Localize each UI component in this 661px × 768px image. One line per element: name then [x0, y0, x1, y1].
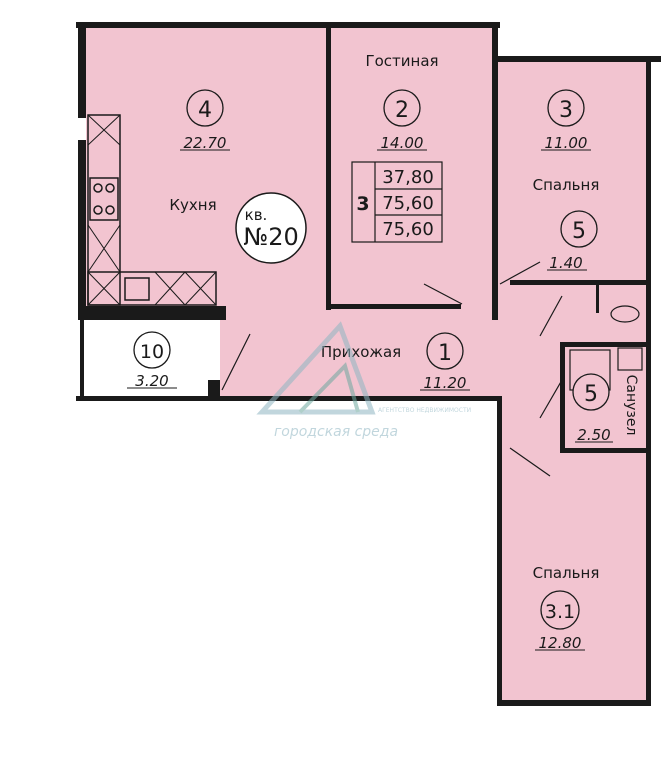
burner-icon: [93, 205, 103, 215]
room-number-circle: [547, 89, 585, 127]
door-bath: [539, 379, 563, 419]
wall-kitchen-living: [326, 28, 331, 310]
room-name: Санузел: [623, 375, 639, 436]
right-block-fill: [497, 282, 647, 702]
room-fills: [86, 28, 647, 702]
summary-area-total: 75,60: [382, 193, 434, 214]
room-number-circle: [560, 210, 598, 248]
room-hall: Прихожая 1 11.20: [321, 332, 470, 392]
sink-icon: [124, 277, 150, 301]
wall-right-exterior: [646, 62, 651, 702]
wall-balcony-left: [80, 320, 84, 400]
wall-living-bedroom: [492, 28, 498, 320]
room-number: 2: [395, 98, 409, 123]
wall-living-bottom: [331, 304, 461, 309]
walls: [76, 22, 661, 706]
room-number-circle: [426, 332, 464, 370]
room-area: 22.70: [184, 134, 227, 152]
counter-cross-marks: [87, 114, 217, 306]
door-bedroom2: [509, 447, 551, 477]
wall-bedroom1-bottom: [510, 280, 646, 285]
summary-box: [351, 161, 443, 243]
room-area: 12.80: [539, 634, 582, 652]
apartment-summary: 3 37,80 75,60 75,60: [351, 161, 443, 243]
badge-circle: [235, 192, 307, 264]
room-name: Спальня: [533, 564, 600, 582]
room-number: 4: [198, 98, 212, 123]
room-wc: 5 1.40: [547, 210, 598, 272]
room-name: Спальня: [533, 176, 600, 194]
room-number-circle: [186, 89, 224, 127]
room-area: 11.20: [424, 374, 467, 392]
room-number: 3.1: [545, 601, 575, 623]
watermark-subtext: АГЕНТСТВО НЕДВИЖИМОСТИ: [378, 407, 471, 414]
wall-top-mid: [332, 22, 500, 28]
wall-corridor-right: [497, 396, 502, 702]
room-number-circle: [383, 89, 421, 127]
room-area: 1.40: [549, 254, 582, 272]
room-number-circle: [572, 373, 610, 411]
burner-icon: [93, 183, 103, 193]
summary-area-living: 37,80: [382, 167, 434, 188]
room-living: Гостиная 2 14.00: [365, 52, 438, 152]
burner-icon: [105, 183, 115, 193]
bath-fixtures: [569, 305, 643, 391]
room-number: 10: [140, 341, 164, 363]
room-number: 5: [572, 219, 586, 244]
entry-column: [208, 380, 220, 398]
apartment-badge: кв. №20: [235, 192, 307, 264]
wall-bath-bottom: [560, 448, 646, 453]
apartment-number: №20: [243, 223, 299, 251]
center-fill: [488, 300, 508, 400]
room-name: Гостиная: [365, 52, 438, 70]
wall-left-lower: [78, 140, 86, 320]
room-number-circle: [540, 590, 580, 630]
burner-icon: [105, 205, 115, 215]
door-living: [423, 283, 463, 305]
washbasin-icon: [617, 347, 643, 371]
room-area: 11.00: [545, 134, 588, 152]
wall-wc-left: [596, 285, 599, 313]
wall-bottom: [497, 700, 651, 706]
watermark-logo-icon: [256, 321, 376, 415]
wall-kitchen-bottom: [86, 306, 226, 320]
living-fill: [330, 28, 495, 308]
stove-icon: [89, 177, 119, 221]
room-bath: 5 2.50 Санузел: [572, 373, 639, 444]
room-area: 2.50: [577, 426, 610, 444]
summary-area-full: 75,60: [382, 219, 434, 240]
room-number: 1: [438, 341, 452, 366]
room-name: Кухня: [169, 196, 216, 214]
room-number: 5: [584, 382, 598, 407]
room-balcony: 10 3.20: [127, 331, 177, 390]
door-wc: [539, 295, 563, 337]
kitchen-counters: [87, 114, 217, 306]
bedroom1-fill: [497, 62, 647, 282]
summary-rooms: 3: [356, 193, 369, 215]
wall-corridor-top: [76, 396, 500, 401]
toilet-icon: [610, 305, 640, 323]
wall-bath-top: [560, 342, 646, 347]
counter-horizontal: [87, 271, 217, 306]
watermark: АГЕНТСТВО НЕДВИЖИМОСТИ городская среда: [256, 321, 471, 440]
room-bedroom-2: Спальня 3.1 12.80: [533, 564, 600, 652]
watermark-text: городская среда: [274, 424, 398, 440]
wall-top-left: [76, 22, 332, 28]
room-name: Прихожая: [321, 343, 401, 361]
door-bedroom1: [499, 261, 541, 285]
kv-label: кв.: [245, 206, 268, 224]
room-number: 3: [559, 98, 573, 123]
room-kitchen: 4 22.70 Кухня: [169, 89, 230, 214]
room-area: 14.00: [381, 134, 424, 152]
door-swings: [221, 261, 563, 477]
wall-top-right: [497, 56, 661, 62]
wall-bath-left: [560, 342, 565, 452]
room-number-circle: [133, 331, 171, 369]
door-kitchen: [221, 333, 251, 391]
wall-left: [78, 22, 86, 118]
room-bedroom-1: 3 11.00 Спальня: [533, 89, 600, 194]
room-area: 3.20: [135, 372, 168, 390]
